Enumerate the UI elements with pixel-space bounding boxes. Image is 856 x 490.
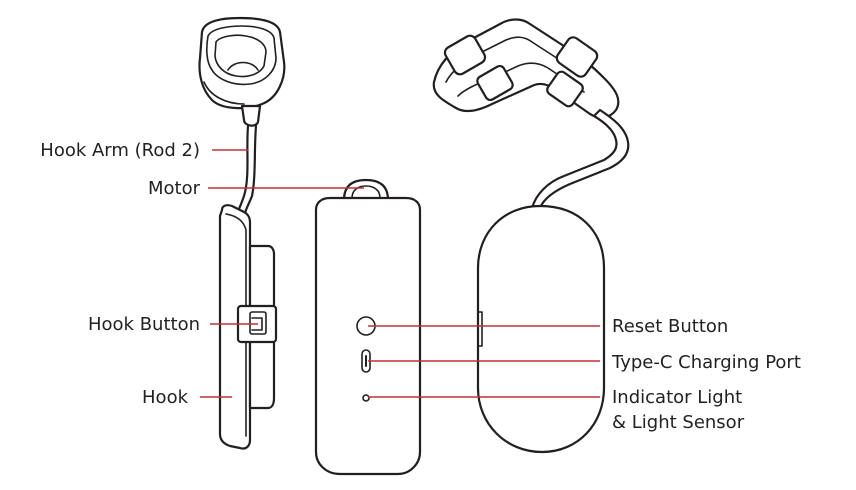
back-hook-rod	[530, 108, 630, 210]
indicator-light-shape	[362, 394, 370, 402]
label-indicator-line2: & Light Sensor	[612, 412, 745, 433]
hook-arm-rod	[234, 124, 250, 222]
leader-lines	[200, 149, 600, 398]
side-view-device	[198, 16, 286, 450]
front-body	[314, 196, 422, 476]
label-motor: Motor	[148, 178, 201, 199]
label-reset-button: Reset Button	[612, 316, 728, 337]
label-hook: Hook	[142, 387, 189, 408]
hook-neck	[240, 104, 262, 127]
hook-head	[198, 16, 286, 110]
back-hook-head	[432, 18, 620, 119]
label-hook-arm: Hook Arm (Rod 2)	[40, 140, 200, 161]
callout-labels: Hook Arm (Rod 2) Motor Hook Button Hook …	[40, 140, 801, 433]
side-body	[218, 204, 278, 450]
back-view-device	[432, 18, 630, 454]
label-hook-button: Hook Button	[88, 314, 200, 335]
label-type-c: Type-C Charging Port	[611, 352, 801, 373]
front-view-device	[314, 178, 422, 476]
motor-bump	[342, 178, 390, 202]
back-body	[476, 204, 606, 454]
label-indicator-line1: Indicator Light	[612, 387, 742, 408]
